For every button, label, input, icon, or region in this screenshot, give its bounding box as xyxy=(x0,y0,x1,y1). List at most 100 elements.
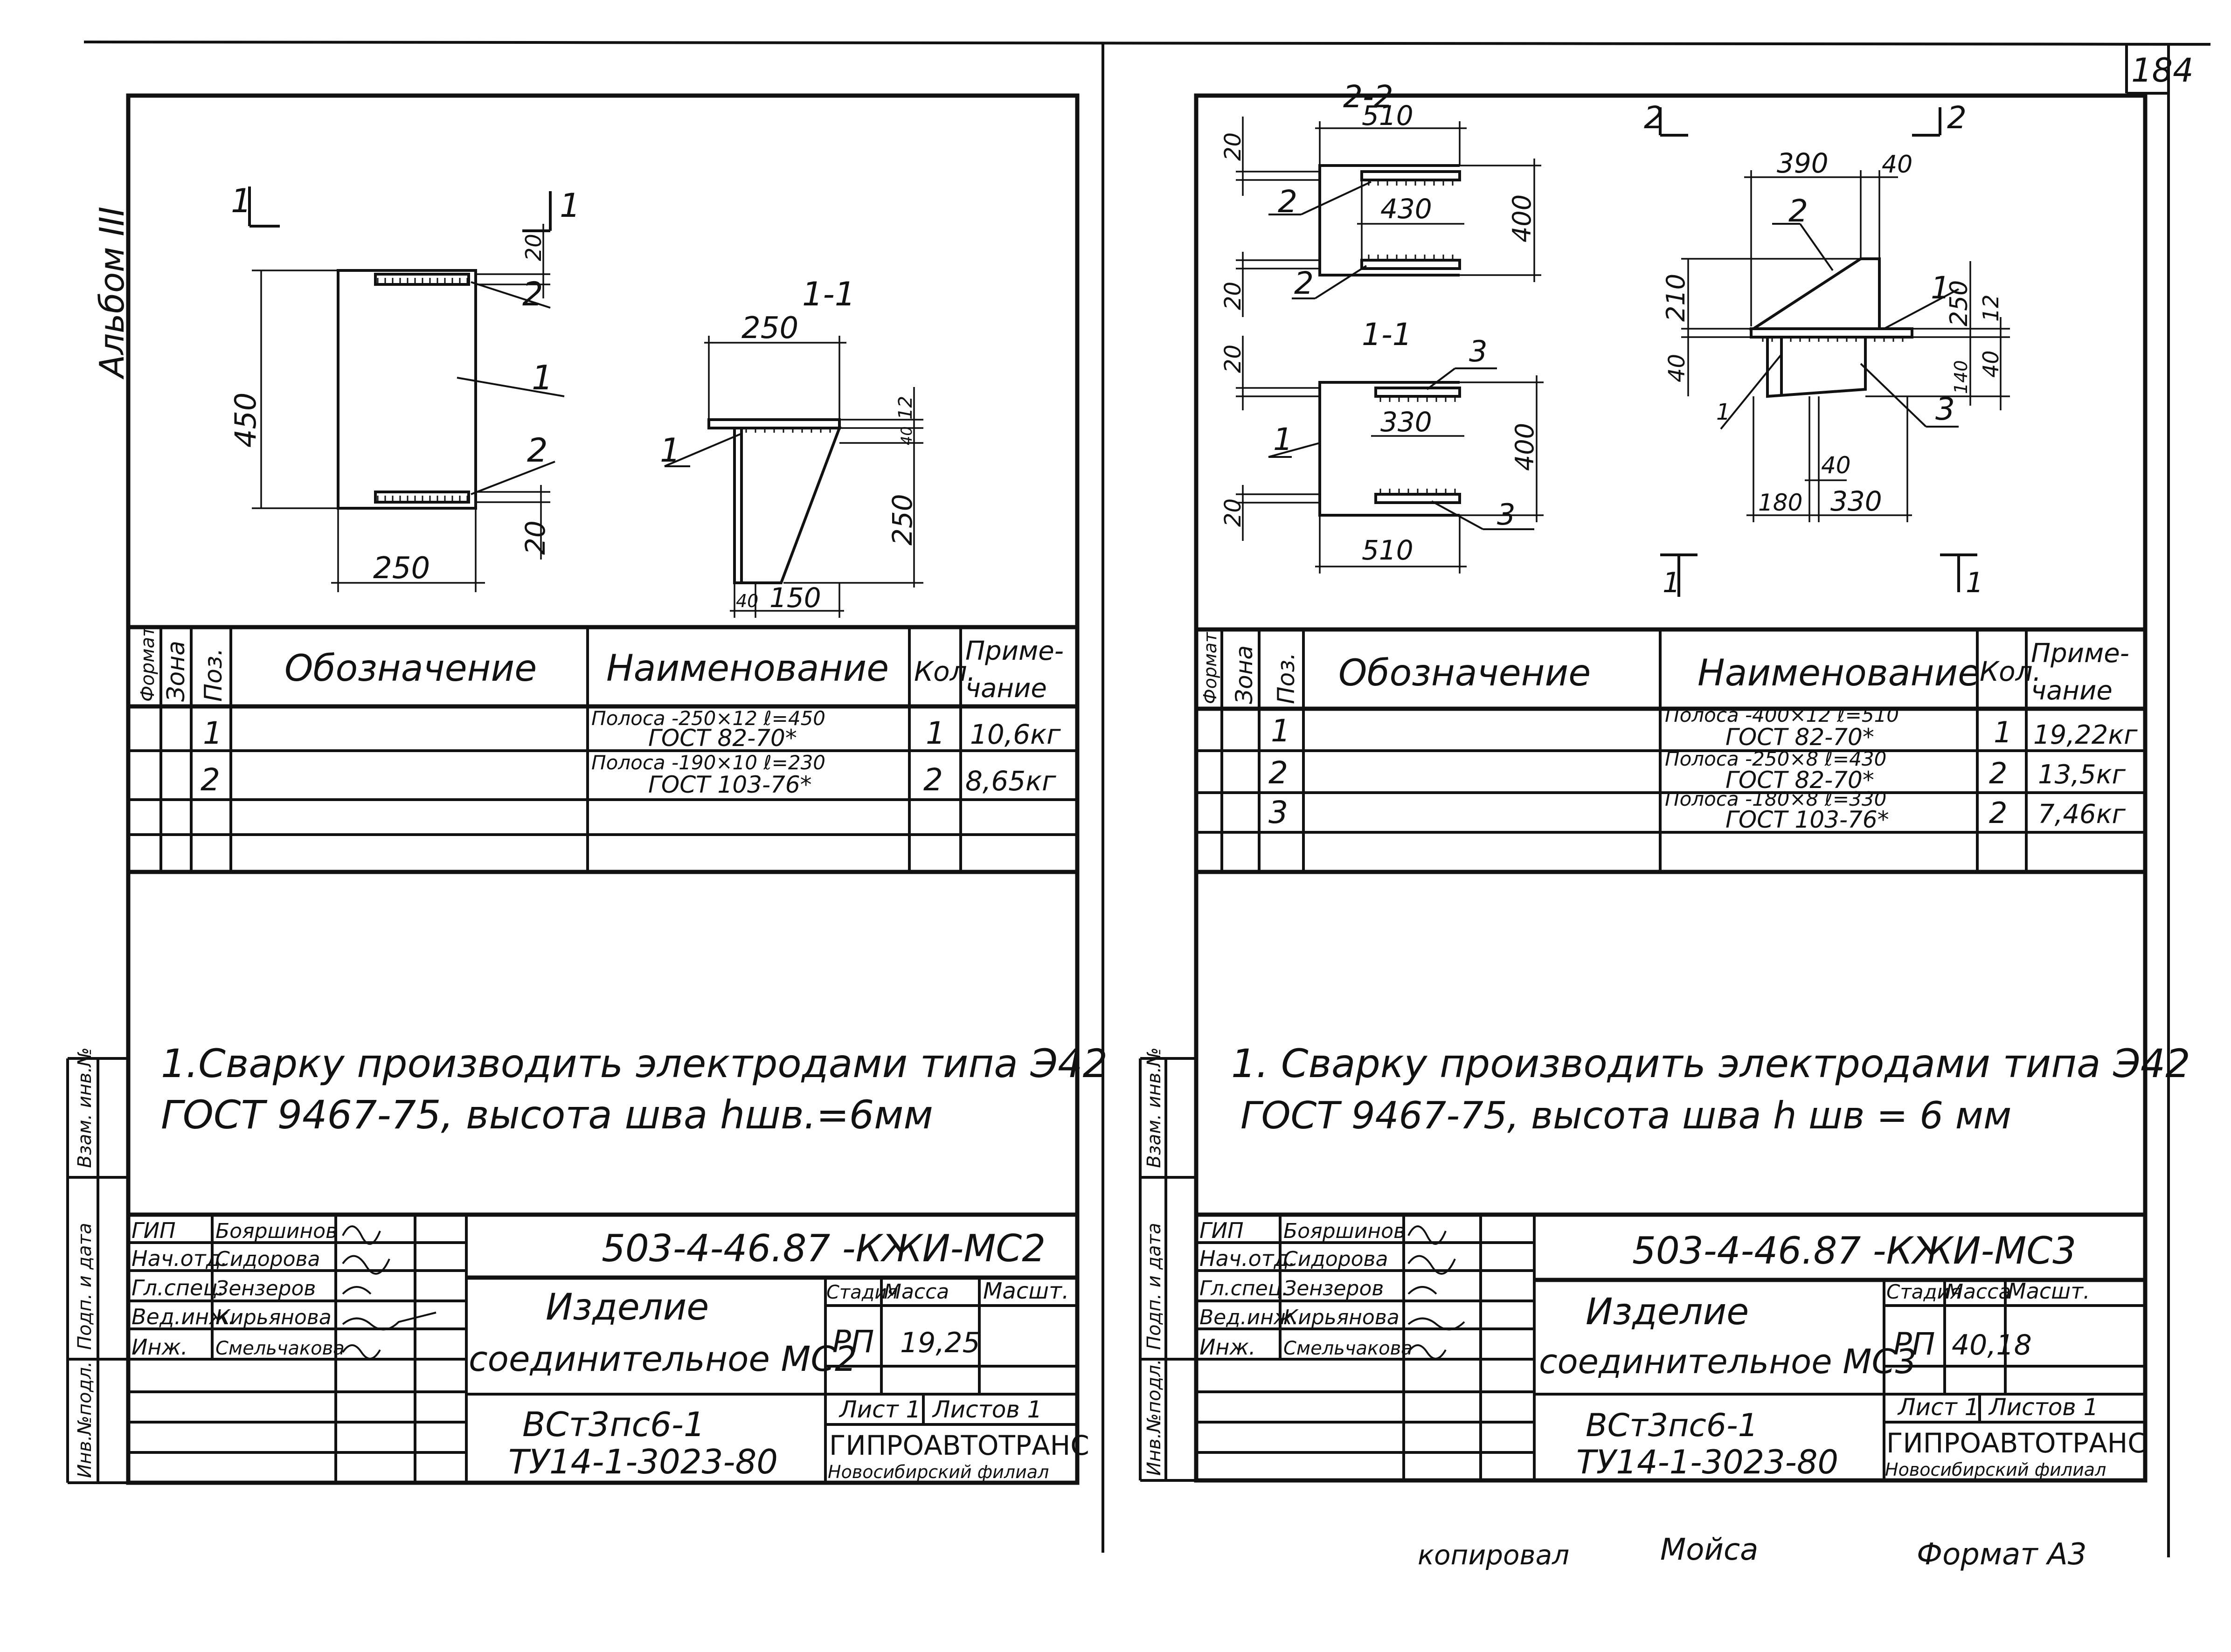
mark-1-left: 1 xyxy=(1663,567,1680,599)
org-branch: Новосибирский филиал xyxy=(828,1462,1049,1482)
side-label-replace-2: Взам. инв.№ xyxy=(1143,1047,1165,1168)
role-gip-2: ГИП xyxy=(1199,1218,1244,1243)
header-pos: Поз. xyxy=(200,648,228,702)
dim-250-vertical: 250 xyxy=(887,494,918,546)
name-1: Бояршинов xyxy=(215,1219,338,1243)
stage-label-r: Стадия xyxy=(1886,1280,1961,1303)
pos-2b-label: 2 xyxy=(527,431,548,470)
leader11-pos3b xyxy=(1431,500,1483,530)
signatures xyxy=(342,1225,436,1360)
org-name-r: ГИПРОАВТОТРАНС xyxy=(1886,1427,2147,1459)
r-row2-qty: 2 xyxy=(1989,756,2007,790)
mass-value-r: 40,18 xyxy=(1952,1329,2032,1362)
scale-label-r: Масшт. xyxy=(2008,1279,2090,1304)
sheet-label: Лист 1 xyxy=(838,1396,921,1423)
header-pos-2: Поз. xyxy=(1273,652,1300,704)
role-inzh-2: Инж. xyxy=(1199,1334,1256,1360)
table-row: 2 Полоса -250×8 ℓ=430 ГОСТ 82-70* 2 13,5… xyxy=(1268,747,2126,794)
left-title-block: ГИП Нач.отд. Гл.спец. Вед.инж. Инж. Бояр… xyxy=(128,1212,1089,1483)
sheet-right-frame xyxy=(1194,93,2148,1483)
dim-40-top: 40 xyxy=(1882,151,1912,179)
dim-400-b: 400 xyxy=(1510,423,1539,471)
dim-40-horizontal: 40 xyxy=(736,591,758,611)
org-name: ГИПРОАВТОТРАНС xyxy=(829,1430,1089,1461)
row2-pos: 2 xyxy=(201,762,220,798)
section22-pos-2b: 2 xyxy=(1294,265,1314,301)
role-glspec-2: Гл.спец. xyxy=(1199,1277,1289,1300)
material-2: ТУ14-1-3023-80 xyxy=(508,1442,778,1481)
dim-180: 180 xyxy=(1758,489,1802,516)
dim-250: 250 xyxy=(1945,280,1973,326)
dim-330: 330 xyxy=(1380,406,1432,438)
section-pos-1-label: 1 xyxy=(660,431,681,470)
sheet-right: Инв.№подл. Подп. и дата Взам. инв.№ 2-2 … xyxy=(1139,79,2190,1483)
r-row2-note: 13,5кг xyxy=(2038,760,2126,790)
mass-label-r: Масса xyxy=(1946,1280,2011,1304)
header-zone-2: Зона xyxy=(1231,645,1258,704)
side-label-inv: Инв.№подл. xyxy=(74,1361,96,1478)
right-title-block: ГИП Нач.отд. Гл.спец. Вед.инж. Инж. Бояр… xyxy=(1196,1212,2147,1481)
header-designation: Обозначение xyxy=(284,648,537,690)
elev-leader-pos3 xyxy=(1860,363,1927,428)
sheet-left-frame xyxy=(126,93,1080,1485)
dim-250-bottom: 250 xyxy=(373,551,430,586)
right-section-2-2: 2-2 510 430 400 20 20 2 xyxy=(1220,79,1541,317)
r-row3-pos: 3 xyxy=(1268,795,1288,830)
dim-12: 12 xyxy=(895,396,916,420)
dim-210: 210 xyxy=(1661,274,1691,322)
r-row2-name2: ГОСТ 82-70* xyxy=(1725,767,1874,794)
header-note-top: Приме- xyxy=(965,636,1064,666)
r-row1-name1: Полоса -400×12 ℓ=510 xyxy=(1665,704,1899,726)
r-row3-qty: 2 xyxy=(1989,796,2007,830)
note-line-1-right: 1. Сварку производить электродами типа Э… xyxy=(1231,1041,2190,1086)
row1-name1: Полоса -250×12 ℓ=450 xyxy=(591,707,825,730)
dim-430: 430 xyxy=(1380,193,1432,225)
section11-pos-3b: 3 xyxy=(1497,498,1515,532)
name-3-r: Зензеров xyxy=(1283,1277,1384,1300)
pos-2a-label: 2 xyxy=(522,275,543,313)
row2-note: 8,65кг xyxy=(965,765,1056,797)
mass-value: 19,25 xyxy=(900,1327,980,1359)
section-rib xyxy=(733,427,842,584)
role-glspec: Гл.спец. xyxy=(132,1275,224,1300)
table-row: 1 Полоса -250×12 ℓ=450 ГОСТ 82-70* 1 10,… xyxy=(203,707,1061,752)
dim-40-mid: 40 xyxy=(1821,452,1851,479)
section22-flange-bot xyxy=(1360,259,1461,270)
section22-flange-top xyxy=(1360,170,1461,181)
dim-330-bottom: 330 xyxy=(1830,485,1882,517)
header-qty-2: Кол. xyxy=(1980,656,2041,687)
sheet-label-r: Лист 1 xyxy=(1897,1394,1979,1421)
r-row2-pos: 2 xyxy=(1268,755,1288,791)
r-row1-pos: 1 xyxy=(1271,713,1290,749)
album-label: Альбом III xyxy=(92,207,132,380)
leader11-pos3a xyxy=(1426,367,1456,390)
top-trim-line xyxy=(83,41,2211,46)
row2-name2: ГОСТ 103-76* xyxy=(648,771,812,798)
elev-pos-1: 1 xyxy=(1931,270,1950,306)
note-line-2-right: ГОСТ 9467-75, высота шва h шв = 6 мм xyxy=(1240,1094,2011,1137)
side-label-inv-2: Инв.№подл. xyxy=(1143,1359,1165,1476)
org-branch-r: Новосибирский филиал xyxy=(1885,1459,2106,1480)
row1-qty: 1 xyxy=(926,715,945,751)
r-row1-name2: ГОСТ 82-70* xyxy=(1725,724,1874,751)
left-section-1-1: 1-1 250 1 12 40 250 40 150 xyxy=(660,275,923,618)
r-row3-name1: Полоса -180×8 ℓ=330 xyxy=(1665,788,1886,810)
leader22-pos2a xyxy=(1301,181,1372,215)
footer-copied: копировал xyxy=(1418,1539,1569,1571)
elev-leader-pos2 xyxy=(1799,223,1834,271)
leader-section-pos1 xyxy=(664,433,742,467)
note-line-1: 1.Сварку производить электродами типа Э4… xyxy=(161,1041,1108,1086)
gusset-upper xyxy=(1748,257,1881,330)
leader-pos1 xyxy=(457,377,565,397)
drawing-code: 503-4-46.87 -КЖИ-МС2 xyxy=(602,1227,1046,1270)
left-plan-view: 1 1 450 20 20 250 1 2 xyxy=(229,182,581,592)
name-5: Смельчакова xyxy=(215,1338,345,1359)
name-4: Кирьянова xyxy=(215,1306,332,1329)
stage-label: Стадия xyxy=(826,1282,898,1303)
dim-40-left: 40 xyxy=(1664,354,1690,382)
row1-name2: ГОСТ 82-70* xyxy=(648,725,797,752)
dim-250-top: 250 xyxy=(741,311,798,346)
section22-pos-2a: 2 xyxy=(1278,184,1297,220)
name-4-r: Кирьянова xyxy=(1283,1306,1400,1329)
r-row2-name1: Полоса -250×8 ℓ=430 xyxy=(1665,747,1886,770)
